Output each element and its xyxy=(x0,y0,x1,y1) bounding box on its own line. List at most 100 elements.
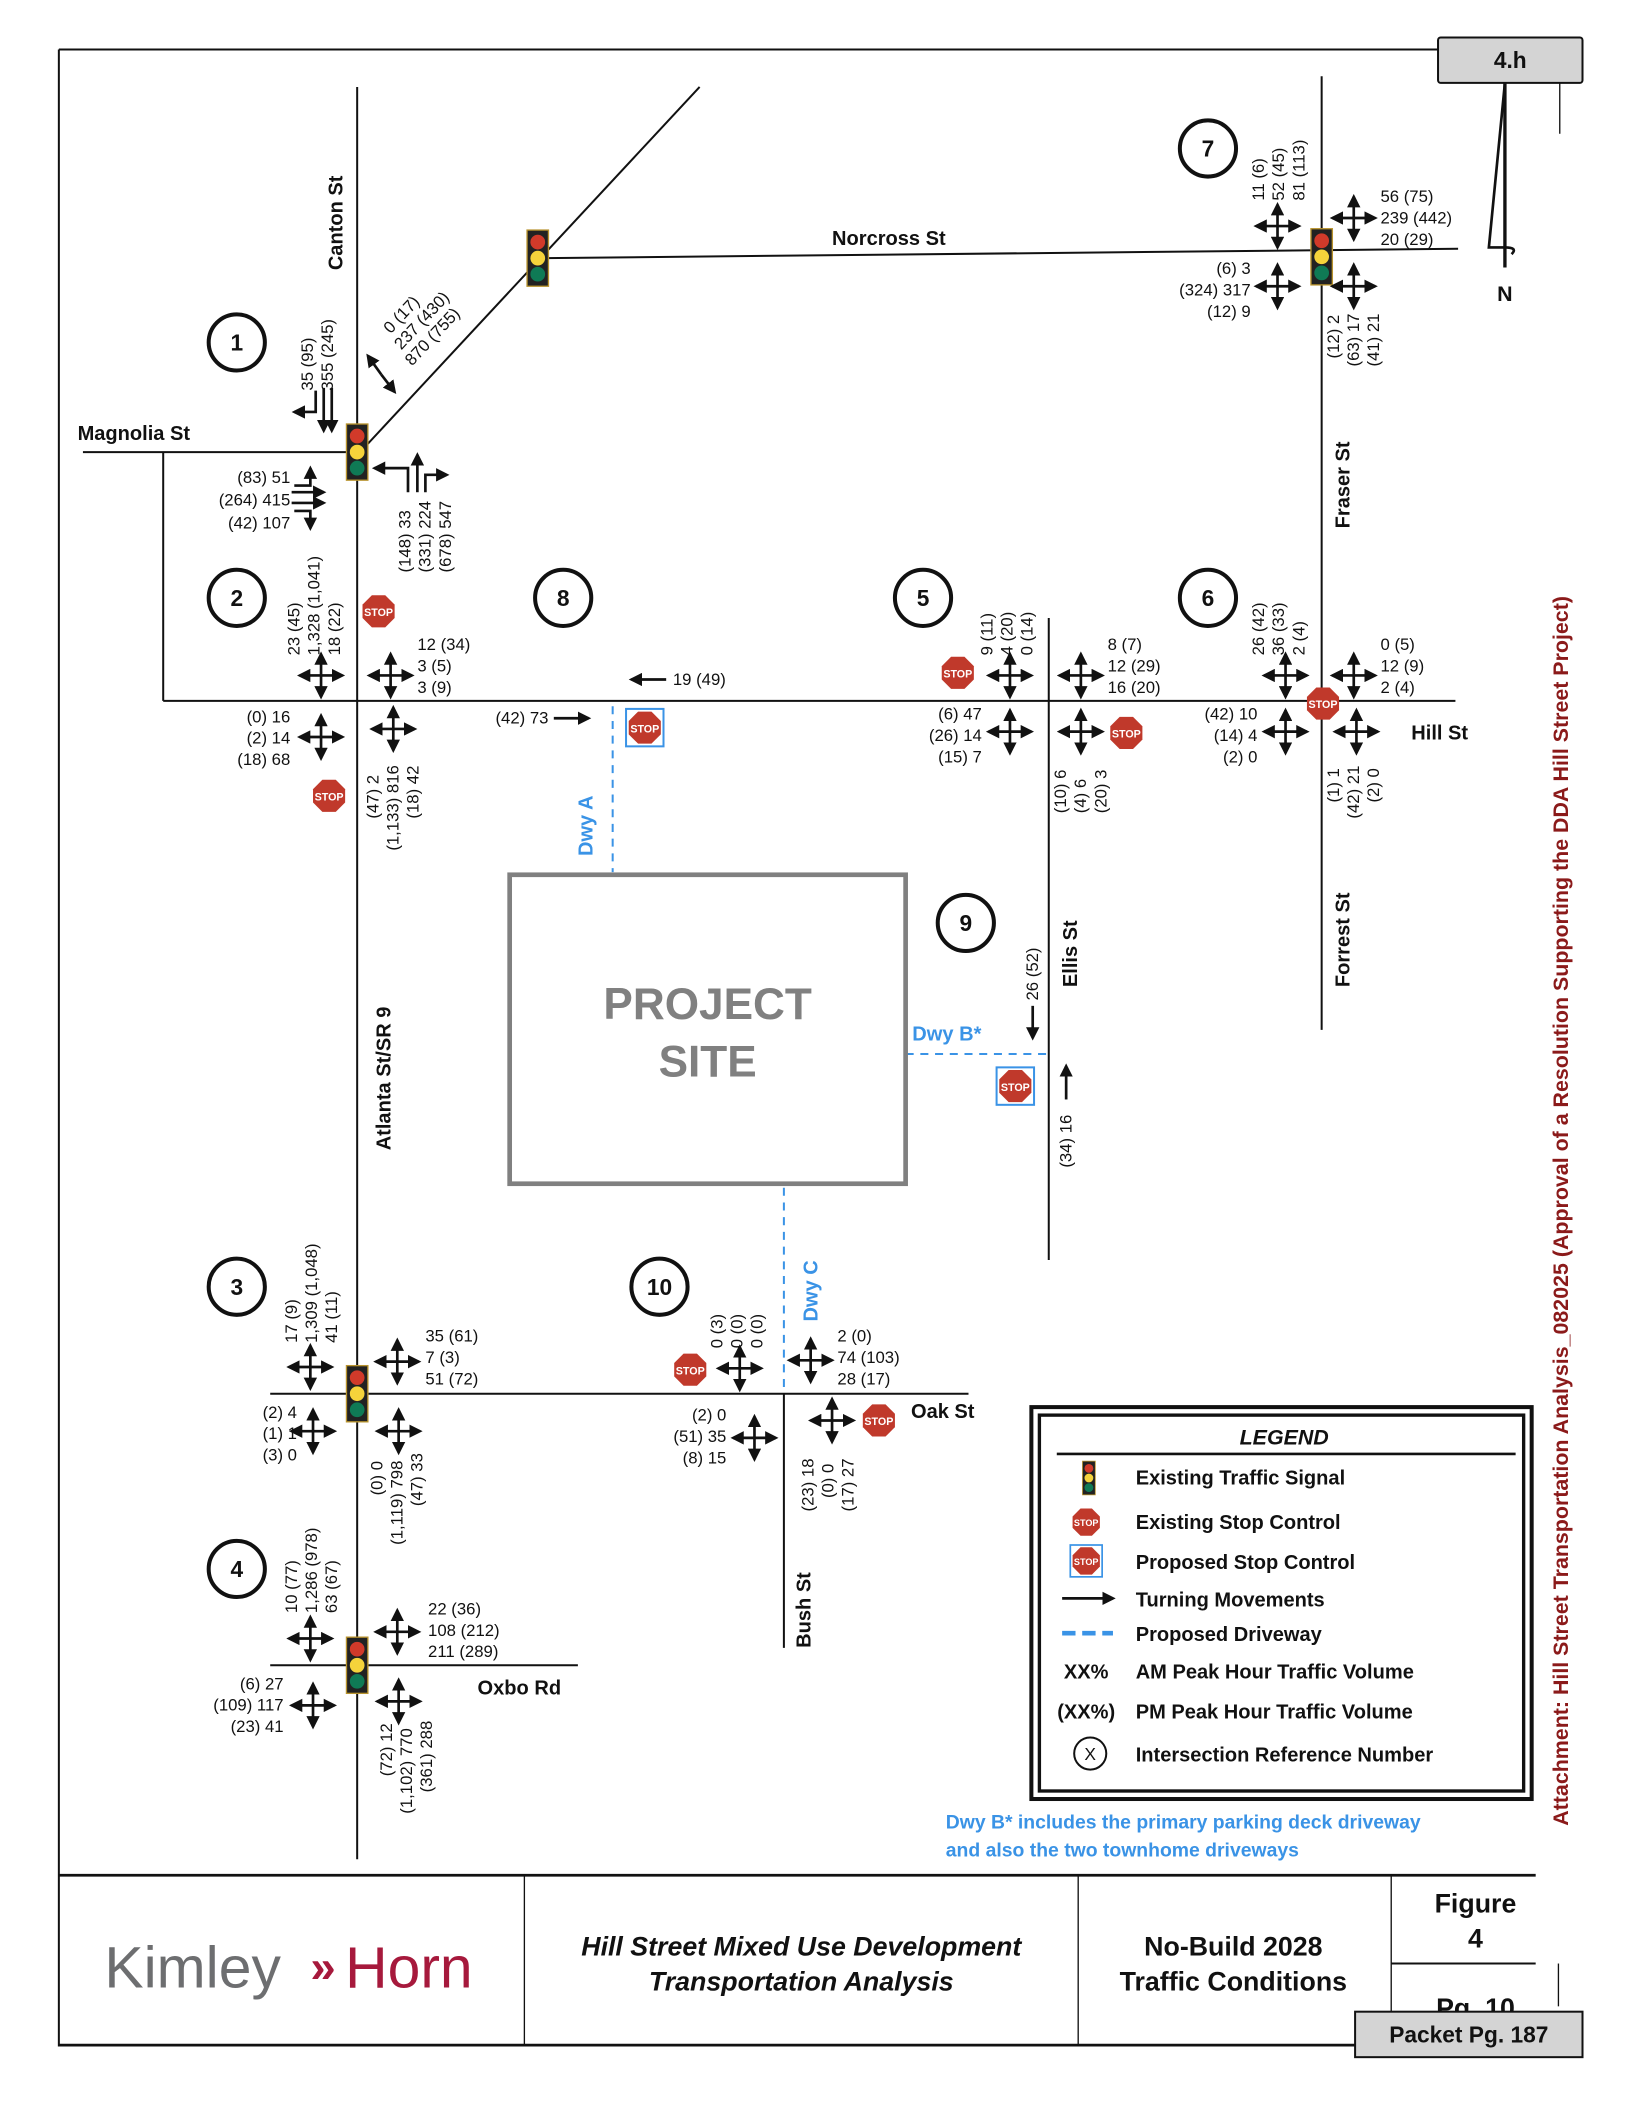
proposed-stop-sign-icon xyxy=(626,709,663,746)
volume-label: 1,328 (1,041) xyxy=(305,556,324,655)
volume-label: (42) 107 xyxy=(228,513,290,532)
stop-signs xyxy=(313,595,1340,1437)
intersection-marker-7: 7 xyxy=(1180,120,1236,176)
volume-label: (26) 14 xyxy=(929,726,982,745)
svg-text:8: 8 xyxy=(557,585,570,611)
road-label-bush: Bush St xyxy=(794,1572,816,1648)
volume-label: (6) 27 xyxy=(240,1674,284,1693)
volume-label: 0 (14) xyxy=(1018,612,1037,656)
volume-label: (109) 117 xyxy=(213,1696,283,1715)
volume-label: 11 (6) xyxy=(1249,158,1268,200)
road-label-norcross: Norcross St xyxy=(832,228,946,250)
road-label-oak: Oak St xyxy=(911,1401,975,1423)
intersection-marker-9: 9 xyxy=(938,895,994,951)
volume-label: (6) 3 xyxy=(1216,259,1250,278)
proposed-stop-sign-icon xyxy=(997,1067,1034,1104)
volume-label: 211 (289) xyxy=(428,1642,498,1661)
intersection-marker-5: 5 xyxy=(895,570,951,626)
packet-badge xyxy=(1354,2010,1584,2059)
attachment-text: Attachment: Hill Street Transportation A… xyxy=(1549,596,1573,1826)
volume-label: 8 (7) xyxy=(1108,635,1142,654)
volume-label: 2 (0) xyxy=(837,1327,871,1346)
svg-text:10: 10 xyxy=(647,1274,672,1300)
intersection-marker-4: 4 xyxy=(209,1541,265,1597)
volume-label: (2) 14 xyxy=(247,729,291,748)
intersection-marker-2: 2 xyxy=(209,570,265,626)
volume-label: (6) 47 xyxy=(938,705,982,724)
stop-sign-icon xyxy=(674,1353,707,1386)
driveway-note-line2: and also the two townhome driveways xyxy=(946,1840,1299,1862)
project-site-line2: SITE xyxy=(659,1038,757,1087)
road-label-ellis: Ellis St xyxy=(1060,920,1082,987)
volume-label: 22 (36) xyxy=(428,1599,481,1618)
volume-label: 3 (9) xyxy=(417,678,451,697)
svg-text:3: 3 xyxy=(230,1274,243,1300)
volume-label: (63) 17 xyxy=(1344,314,1363,367)
traffic-signal-icon xyxy=(1310,228,1334,286)
volume-label: 0 (0) xyxy=(747,1314,766,1348)
volume-label: (23) 18 xyxy=(798,1458,817,1511)
intersection-marker-1: 1 xyxy=(209,314,265,370)
volume-label: 35 (95) xyxy=(298,338,317,391)
legend-item-label: AM Peak Hour Traffic Volume xyxy=(1136,1662,1414,1684)
volume-label: 3 (5) xyxy=(417,656,451,675)
road-norcross xyxy=(545,247,1459,260)
legend-item-label: Turning Movements xyxy=(1136,1589,1325,1611)
volume-label: 0 (0) xyxy=(727,1314,746,1348)
traffic-signal-icon xyxy=(1082,1460,1096,1496)
volume-label: 0 (5) xyxy=(1381,635,1415,654)
volume-label: 28 (17) xyxy=(837,1369,890,1388)
badge-label: 4.h xyxy=(1494,47,1527,73)
volume-label: (264) 415 xyxy=(219,491,291,510)
title-block: Kimley » Horn Hill Street Mixed Use Deve… xyxy=(104,1889,1584,2059)
volume-label: 74 (103) xyxy=(837,1348,899,1367)
pm-symbol: (XX%) xyxy=(1057,1702,1115,1724)
legend-item-label: Proposed Stop Control xyxy=(1136,1552,1355,1574)
stop-sign-icon xyxy=(941,656,974,689)
svg-text:9: 9 xyxy=(960,910,973,936)
svg-text:6: 6 xyxy=(1202,585,1215,611)
volume-label: (47) 33 xyxy=(408,1453,427,1506)
volume-label: 36 (33) xyxy=(1269,602,1288,655)
kimley-horn-logo: Kimley » Horn xyxy=(104,1936,472,2001)
volume-label: 17 (9) xyxy=(282,1299,301,1343)
volume-label: (10) 6 xyxy=(1051,770,1070,814)
volume-label: (1,119) 798 xyxy=(388,1461,407,1545)
volume-label: 51 (72) xyxy=(425,1369,478,1388)
volume-label: (4) 6 xyxy=(1071,779,1090,813)
volume-label: (42) 21 xyxy=(1344,766,1363,819)
svg-text:1: 1 xyxy=(230,329,243,355)
road-labels: Canton St Magnolia St Norcross St Fraser… xyxy=(78,175,1469,1699)
legend-item-label: Intersection Reference Number xyxy=(1136,1745,1434,1767)
stop-sign-icon xyxy=(1306,687,1340,720)
volume-label: (2) 0 xyxy=(1223,747,1257,766)
stop-sign-icon xyxy=(362,595,395,628)
volume-label: (83) 51 xyxy=(237,468,290,487)
driveway-c-label: Dwy C xyxy=(800,1260,822,1321)
condition-line1: No-Build 2028 xyxy=(1144,1932,1323,1962)
volume-label: 26 (42) xyxy=(1249,602,1268,655)
volume-label: (51) 35 xyxy=(673,1427,726,1446)
north-label: N xyxy=(1497,282,1512,306)
volume-label: (0) 0 xyxy=(368,1461,387,1495)
volume-label: (42) 73 xyxy=(495,709,548,728)
legend: LEGEND XX% (XX%) X Existing Traffic Sign… xyxy=(1029,1405,1534,1802)
volume-label: 41 (11) xyxy=(322,1291,341,1343)
volume-label: (361) 288 xyxy=(417,1721,436,1793)
volume-label: 0 (3) xyxy=(707,1314,726,1348)
traffic-signal-icon xyxy=(526,229,550,287)
driveway-b-label: Dwy B* xyxy=(912,1024,981,1046)
stop-sign-icon xyxy=(313,779,346,812)
intersection-marker-10: 10 xyxy=(631,1259,687,1315)
logo-horn: Horn xyxy=(345,1936,473,2001)
packet-page: Packet Pg. 187 xyxy=(1389,2021,1548,2047)
volume-label: (18) 42 xyxy=(404,766,423,819)
reference-number-icon xyxy=(1073,1736,1108,1771)
agenda-badge: 4.h xyxy=(1437,36,1584,84)
volume-label: 355 (245) xyxy=(318,319,337,391)
volume-label: (18) 68 xyxy=(237,750,290,769)
volume-label: 26 (52) xyxy=(1023,948,1042,1001)
road-label-forrest: Forrest St xyxy=(1333,892,1355,987)
traffic-signal-icon xyxy=(345,1636,369,1695)
